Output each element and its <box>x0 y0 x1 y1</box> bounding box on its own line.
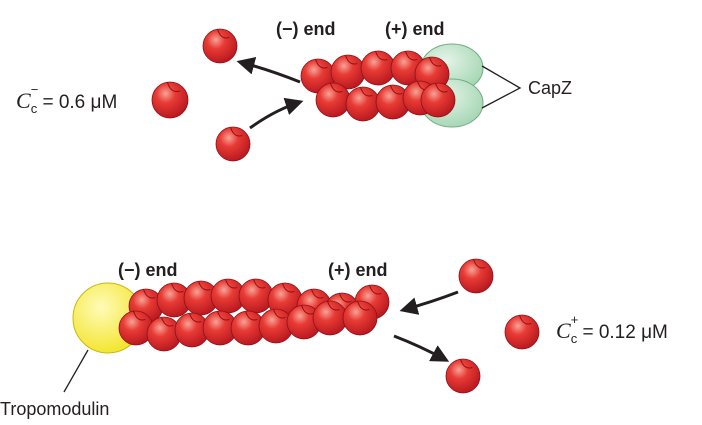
actin-subunit <box>312 300 348 336</box>
cc-symbol: C <box>16 88 31 113</box>
cc-value: = 0.12 μM <box>577 322 668 343</box>
top-filament <box>300 43 484 128</box>
top-free-monomers <box>151 28 251 162</box>
cc-subscript: c <box>570 331 578 346</box>
cc-superscript: − <box>30 82 39 97</box>
actin-subunit <box>230 310 266 346</box>
capz-label: CapZ <box>528 78 573 98</box>
actin-subunit <box>258 308 294 344</box>
actin-subunit <box>345 86 381 122</box>
free-actin-monomer <box>504 314 540 350</box>
actin-subunit <box>330 54 366 90</box>
bottom-on-arrow <box>399 290 459 315</box>
free-actin-monomer <box>202 28 238 64</box>
top-on-arrow <box>249 97 304 130</box>
free-actin-monomer <box>458 258 494 294</box>
actin-subunit <box>342 300 378 336</box>
free-actin-monomer <box>445 358 481 394</box>
actin-subunit <box>238 278 274 314</box>
actin-subunit <box>118 310 154 346</box>
actin-subunit <box>360 50 396 86</box>
bottom-filament <box>72 278 390 354</box>
bottom-plus-end-label: (+) end <box>328 260 388 280</box>
cc-subscript: c <box>30 101 38 116</box>
top-plus-end-label: (+) end <box>385 19 445 39</box>
tropomodulin-pointer-line <box>63 349 89 393</box>
top-minus-end-label: (−) end <box>276 19 336 39</box>
actin-subunit <box>420 82 456 118</box>
tropomodulin-label: Tropomodulin <box>0 399 110 419</box>
cc-symbol: C <box>556 318 571 343</box>
bottom-filament-subunits <box>118 278 390 352</box>
capz-pointer-lines <box>481 65 522 109</box>
actin-subunit <box>315 82 351 118</box>
bottom-free-monomers <box>445 258 540 394</box>
cc-value: = 0.6 μM <box>37 92 118 113</box>
bottom-minus-end-label: (−) end <box>118 260 178 280</box>
free-actin-monomer <box>215 126 251 162</box>
top-off-arrow <box>236 57 301 84</box>
free-actin-monomer <box>151 81 189 119</box>
cc-superscript: + <box>570 312 579 327</box>
bottom-critical-concentration: C+ c = 0.12 μM <box>556 313 668 345</box>
top-critical-concentration: C− c = 0.6 μM <box>16 83 118 115</box>
top-filament-subunits <box>300 50 456 122</box>
bottom-off-arrow <box>393 334 450 362</box>
